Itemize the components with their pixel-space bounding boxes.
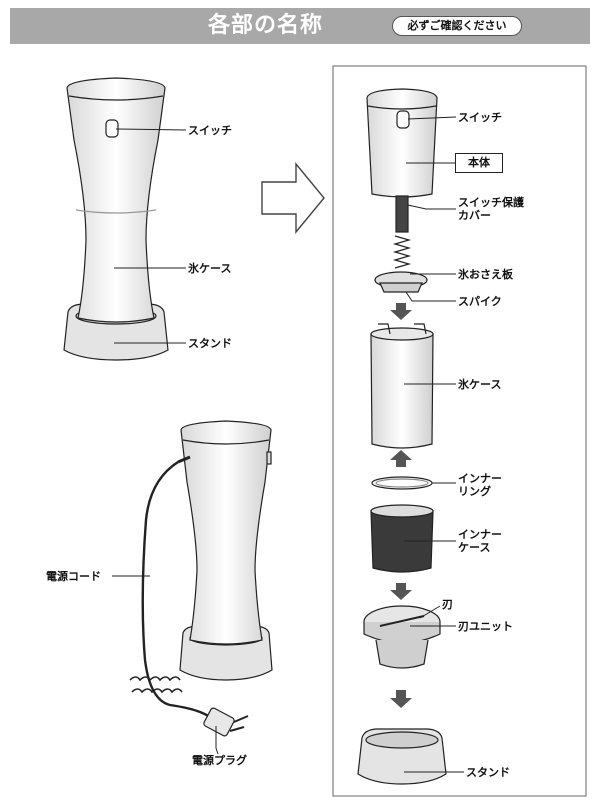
blade-label: 刃: [442, 598, 453, 611]
power-plug-label: 電源プラグ: [192, 754, 247, 767]
notice-badge: 必ずご確認ください: [392, 16, 522, 36]
up-arrow-icon: [390, 450, 412, 467]
ice-press-plate-label: 氷おさえ板: [458, 268, 513, 281]
power-cord-label: 電源コード: [46, 570, 101, 583]
exploded-view-illustration: [357, 88, 447, 785]
main-body: [366, 88, 438, 198]
down-arrow-3-icon: [390, 690, 412, 708]
right-stand-label: スタンド: [466, 766, 510, 779]
right-ice-case-label: 氷ケース: [458, 378, 502, 391]
right-arrow-icon: [261, 162, 325, 234]
page-title: 各部の名称: [208, 13, 324, 38]
unit-with-cord-illustration: [129, 420, 273, 737]
exploded-view-panel: [332, 65, 587, 797]
leader-lines: [112, 116, 464, 773]
left-body: [66, 77, 166, 323]
ice-case: [370, 333, 434, 449]
power-plug: [203, 707, 235, 737]
down-arrow-2-icon: [390, 583, 412, 600]
left-stand-label: スタンド: [188, 337, 232, 350]
cord-body: [180, 420, 272, 645]
left-ice-case-label: 氷ケース: [188, 262, 232, 275]
body-label: 本体: [455, 153, 503, 173]
assembled-unit-illustration: [63, 77, 169, 361]
switch-cover-label: スイッチ保護 カバー: [458, 196, 524, 222]
down-arrow-1-icon: [390, 303, 412, 320]
blade-unit-label: 刃ユニット: [458, 620, 513, 633]
right-switch-label: スイッチ: [458, 111, 502, 124]
left-switch: [105, 119, 119, 138]
inner-ring-label: インナー リング: [458, 472, 502, 498]
left-switch-label: スイッチ: [188, 124, 232, 137]
spike-label: スパイク: [458, 295, 502, 308]
inner-case-label: インナー ケース: [458, 528, 502, 554]
inner-case: [370, 510, 434, 573]
